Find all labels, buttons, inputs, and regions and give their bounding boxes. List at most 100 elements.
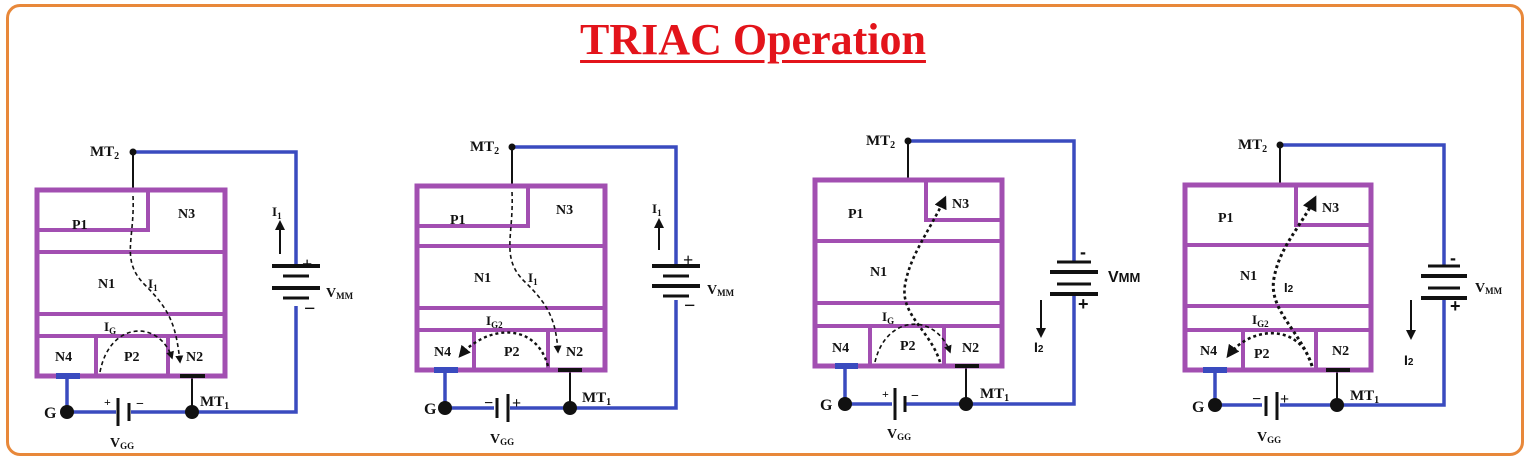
mt1-terminal [185,405,199,419]
gate-plus: + [104,395,111,409]
supply-plus: + [302,254,312,274]
region-n2: N2 [1332,344,1349,359]
supply-plus: + [683,250,693,270]
region-n1: N1 [870,265,887,280]
gate-terminal [1208,398,1222,412]
region-n4: N4 [55,350,72,365]
region-p1: P1 [848,207,864,222]
region-n2: N2 [962,341,979,356]
gate-current-path [1226,331,1314,367]
gate-minus: − [136,397,144,412]
flow-label: I2 [1284,280,1294,295]
gate-supply-label: VGG [1257,430,1281,445]
gate-plus: + [512,395,521,412]
diagram-2: MT2 MT1 G P1 N3 N1 N4 P2 N2 I1 IG2 I1 + … [414,139,735,447]
battery-vgg [893,388,907,420]
supply-minus: − [304,298,315,320]
supply-plus: + [1450,296,1461,316]
triac-body [34,187,228,379]
region-n4: N4 [1200,344,1217,359]
gate-minus: − [1252,391,1261,408]
mt1-terminal [1330,398,1344,412]
battery-vgg [1264,392,1279,420]
gate-current-path [874,323,952,363]
supply-minus: - [1450,248,1456,268]
region-n1: N1 [98,277,115,292]
region-n2: N2 [566,345,583,360]
gate-terminal [60,405,74,419]
region-n4: N4 [832,341,849,356]
battery-vgg [495,394,510,422]
mt1-label: MT1 [1350,388,1379,406]
battery-vmm [1421,264,1467,300]
gate-supply-label: VGG [887,427,911,442]
flow-label: I1 [148,276,158,293]
triac-body [812,177,1005,369]
main-current-path [1271,195,1317,367]
gate-label: G [44,405,57,422]
supply-current-label: I2 [1404,352,1414,368]
supply-label: VMM [707,283,735,298]
supply-current-label: I2 [1034,339,1044,355]
region-n1: N1 [1240,269,1257,284]
main-current-path [129,195,184,364]
gate-label: G [424,401,437,418]
mt1-label: MT1 [200,394,229,412]
region-p2: P2 [124,350,140,365]
region-p1: P1 [72,218,88,233]
diagram-1: MT2 MT1 G P1 N3 N1 N4 P2 N2 I1 IG I1 + −… [34,144,354,451]
battery-vmm [272,264,320,300]
outer-frame [6,4,1524,456]
region-n1: N1 [474,271,491,286]
battery-vmm [1050,260,1098,296]
region-p1: P1 [450,213,466,228]
supply-label: VMM [1475,281,1503,296]
mt1-label: MT1 [582,390,611,408]
main-current-path [903,195,947,363]
gate-label: G [820,397,833,414]
mt2-label: MT2 [866,133,895,151]
supply-minus: - [1080,242,1086,262]
gate-label: G [1192,399,1205,416]
region-n3: N3 [178,207,195,222]
gate-current-label: IG2 [486,313,503,330]
battery-vgg [116,398,131,426]
supply-current-label: I1 [272,204,282,221]
region-p2: P2 [900,339,916,354]
mt2-label: MT2 [90,144,119,162]
supply-label: VMM [326,286,354,301]
supply-plus: + [1078,294,1089,314]
gate-current-path [99,330,174,373]
region-n3: N3 [952,197,969,212]
wire-right [192,306,298,414]
page-title: TRIAC Operation [580,15,926,64]
main-current-path [509,191,562,354]
region-n2: N2 [186,350,203,365]
mt1-terminal [563,401,577,415]
gate-plus: + [882,387,889,401]
flow-label: I1 [528,270,538,287]
region-p2: P2 [504,345,520,360]
region-n4: N4 [434,345,451,360]
region-p1: P1 [1218,211,1234,226]
gate-current-label: IG2 [1252,312,1269,329]
gate-current-label: IG [882,309,894,326]
supply-minus: − [684,295,695,317]
triac-body [414,183,608,373]
diagram-4: MT2 MT1 G P1 N3 N1 N4 P2 N2 I2 IG2 I2 + … [1182,137,1503,445]
gate-supply-label: VGG [110,436,134,451]
gate-plus: + [1280,391,1289,408]
gate-current-path [458,331,550,367]
mt2-label: MT2 [1238,137,1267,155]
supply-label: VMM [1108,269,1140,286]
mt1-terminal [959,397,973,411]
triac-body [1182,182,1374,373]
mt1-label: MT1 [980,386,1009,404]
region-n3: N3 [556,203,573,218]
battery-vmm [652,264,700,298]
diagram-3: MT2 MT1 G P1 N3 N1 N4 P2 N2 IG I2 + - VM… [812,133,1140,442]
gate-supply-label: VGG [490,432,514,447]
region-p2: P2 [1254,347,1270,362]
gate-terminal [438,401,452,415]
